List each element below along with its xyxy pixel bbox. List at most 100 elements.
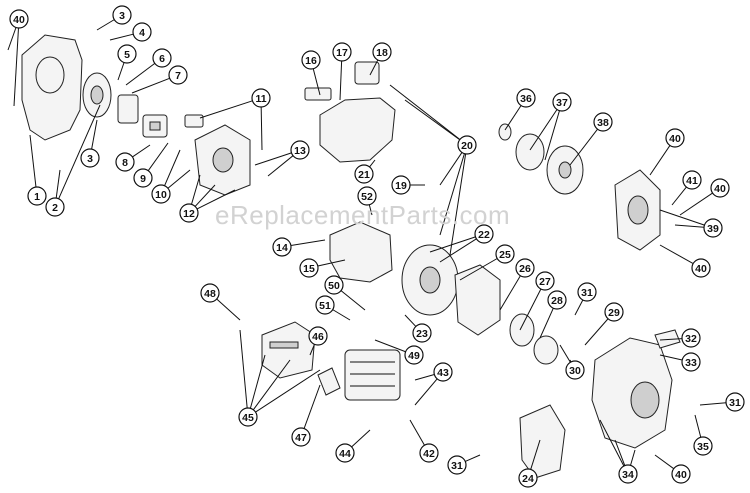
callout-12: 12	[179, 203, 199, 223]
leader-line-31	[465, 454, 481, 462]
callout-48: 48	[200, 283, 220, 303]
leader-line-34	[614, 439, 626, 466]
leader-line-12	[191, 174, 201, 205]
leader-line-16	[312, 68, 321, 96]
callout-number: 12	[183, 208, 195, 220]
callout-16: 16	[301, 50, 321, 70]
callout-circle	[290, 140, 310, 160]
leader-line-34	[630, 449, 636, 466]
leader-line-50	[340, 290, 366, 311]
leader-line-4	[109, 33, 134, 41]
leader-line-17	[339, 60, 343, 101]
callout-43: 43	[433, 362, 453, 382]
leader-line-31	[699, 402, 727, 406]
callout-4: 4	[132, 22, 152, 42]
callout-number: 3	[87, 153, 93, 165]
leader-line-11	[260, 106, 263, 151]
callout-number: 3	[119, 10, 125, 22]
leader-line-26	[499, 275, 521, 311]
callout-circle	[357, 186, 377, 206]
callout-44: 44	[335, 443, 355, 463]
leader-line-23	[404, 314, 417, 327]
leader-line-39	[674, 224, 705, 228]
leader-line-15	[317, 259, 346, 267]
leader-line-40	[654, 454, 675, 470]
callout-39: 39	[703, 218, 723, 238]
leader-line-34	[599, 419, 625, 467]
callout-1: 1	[27, 186, 47, 206]
callout-circle	[45, 197, 65, 217]
callout-51: 51	[315, 295, 335, 315]
leader-line-3	[96, 19, 115, 31]
callout-circle	[200, 283, 220, 303]
callout-circle	[518, 468, 538, 488]
callout-41: 41	[682, 170, 702, 190]
callout-number: 32	[685, 333, 697, 345]
callout-circle	[27, 186, 47, 206]
leader-line-32	[659, 338, 683, 341]
callout-number: 39	[707, 223, 719, 235]
callout-8: 8	[115, 152, 135, 172]
leader-line-2	[58, 104, 101, 199]
callout-number: 49	[408, 350, 420, 362]
callout-number: 4	[139, 27, 145, 39]
callout-number: 11	[255, 93, 266, 105]
callout-number: 31	[451, 460, 463, 472]
callout-circle	[112, 5, 132, 25]
leader-line-38	[569, 128, 598, 166]
leader-line-44	[351, 429, 371, 448]
callout-number: 7	[175, 70, 181, 82]
leader-line-10	[164, 149, 181, 186]
callout-42: 42	[419, 443, 439, 463]
callout-number: 23	[416, 328, 428, 340]
callout-3: 3	[112, 5, 132, 25]
leader-line-21	[369, 159, 376, 168]
callout-38: 38	[593, 112, 613, 132]
leader-line-40	[659, 244, 694, 265]
callout-circle	[132, 22, 152, 42]
callout-number: 40	[695, 263, 707, 275]
callout-circle	[552, 92, 572, 112]
callout-number: 48	[204, 288, 216, 300]
callout-number: 36	[520, 93, 532, 105]
leader-line-37	[529, 109, 558, 151]
leader-line-48	[216, 298, 241, 321]
callout-circle	[577, 282, 597, 302]
callout-number: 42	[423, 448, 435, 460]
leader-line-13	[267, 155, 294, 177]
callout-46: 46	[308, 326, 328, 346]
callout-50: 50	[324, 275, 344, 295]
callout-circle	[412, 323, 432, 343]
callout-2: 2	[45, 197, 65, 217]
crankcase-part	[329, 221, 559, 365]
callout-number: 16	[305, 55, 317, 67]
callout-34: 34	[618, 464, 638, 484]
leader-line-45	[239, 329, 248, 409]
callout-circle	[693, 436, 713, 456]
callout-47: 47	[291, 427, 311, 447]
leader-line-14	[290, 239, 326, 247]
callout-number: 43	[437, 367, 449, 379]
leader-line-39	[659, 209, 705, 226]
callout-15: 15	[299, 258, 319, 278]
callout-circle	[251, 88, 271, 108]
callout-circle	[671, 464, 691, 484]
callout-9: 9	[133, 168, 153, 188]
callout-31: 31	[577, 282, 597, 302]
leader-line-47	[303, 384, 321, 429]
callout-circle	[474, 224, 494, 244]
leader-line-20	[389, 84, 461, 140]
callout-number: 47	[295, 432, 307, 444]
callout-circle	[433, 362, 453, 382]
leader-line-11	[199, 100, 253, 119]
callout-number: 10	[155, 189, 167, 201]
callout-number: 9	[140, 173, 146, 185]
callout-number: 38	[597, 117, 609, 129]
leader-line-31	[574, 299, 584, 316]
callout-number: 34	[622, 469, 634, 481]
callout-number: 31	[581, 287, 593, 299]
callout-number: 30	[569, 365, 581, 377]
callout-number: 31	[729, 397, 741, 409]
callout-circle	[665, 128, 685, 148]
